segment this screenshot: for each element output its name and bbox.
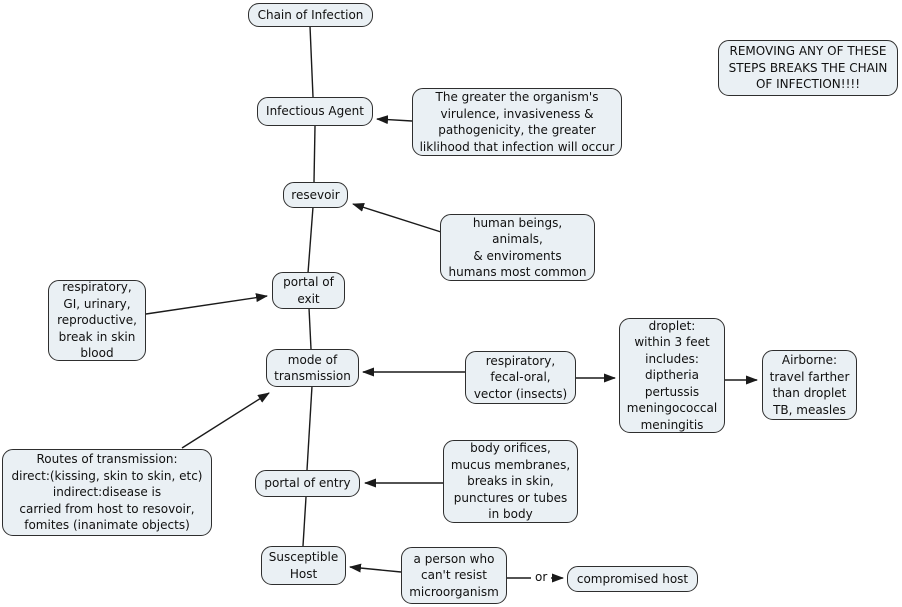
node-exit-note-label: respiratory, GI, urinary, reproductive, … (57, 280, 137, 361)
edge-agent-to-resevoir (313, 125, 316, 183)
node-portal-of-exit-label: portal of exit (283, 275, 334, 306)
node-virulence-note-label: The greater the organism's virulence, in… (419, 90, 615, 154)
edge-label-or: or (535, 570, 548, 584)
node-chain-of-infection: Chain of Infection (248, 3, 373, 27)
edge-chain-to-agent (309, 25, 314, 98)
node-reservoir-note: human beings, animals, & enviroments hum… (440, 214, 595, 281)
node-portal-of-entry-label: portal of entry (264, 476, 351, 491)
node-entry-note: body orifices, mucus membranes, breaks i… (443, 440, 578, 523)
node-removing-note-label: REMOVING ANY OF THESE STEPS BREAKS THE C… (728, 44, 888, 92)
node-airborne-note-label: Airborne: travel farther than droplet TB… (769, 353, 850, 417)
node-compromised-host-label: compromised host (576, 571, 689, 586)
node-reservoir-note-label: human beings, animals, & enviroments hum… (448, 215, 587, 280)
edge-humanbeings-to-resevoir (352, 203, 442, 233)
edge-mode-to-portal-entry (306, 385, 313, 471)
edge-portal-entry-to-host (302, 496, 307, 547)
node-chain-of-infection-label: Chain of Infection (257, 7, 364, 22)
node-mode-of-transmission-label: mode of transmission (274, 352, 351, 384)
node-resevoir-label: resevoir (291, 187, 340, 202)
node-infectious-agent-label: Infectious Agent (266, 104, 364, 119)
node-routes-note-label: Routes of transmission: direct:(kissing,… (11, 452, 203, 533)
node-resevoir: resevoir (283, 182, 348, 208)
node-susceptible-host-label: Susceptible Host (268, 550, 339, 581)
node-removing-note: REMOVING ANY OF THESE STEPS BREAKS THE C… (718, 40, 898, 96)
node-virulence-note: The greater the organism's virulence, in… (412, 88, 622, 156)
node-portal-of-exit: portal of exit (272, 272, 345, 309)
node-host-note: a person who can't resist microorganism (401, 547, 507, 604)
node-droplet-note-label: droplet: within 3 feet includes: dipther… (626, 318, 718, 432)
node-transmission-note: respiratory, fecal-oral, vector (insects… (465, 351, 576, 404)
node-infectious-agent: Infectious Agent (257, 97, 373, 126)
edge-person-to-host (349, 563, 402, 573)
edge-virulence-to-agent (376, 115, 413, 125)
node-routes-note: Routes of transmission: direct:(kissing,… (2, 449, 212, 536)
node-exit-note: respiratory, GI, urinary, reproductive, … (48, 280, 146, 361)
node-susceptible-host: Susceptible Host (261, 546, 346, 585)
node-entry-note-label: body orifices, mucus membranes, breaks i… (450, 441, 571, 522)
node-compromised-host: compromised host (567, 566, 698, 592)
edge-portal-exit-to-mode (308, 307, 312, 350)
node-host-note-label: a person who can't resist microorganism (409, 551, 499, 599)
node-portal-of-entry: portal of entry (255, 470, 360, 497)
node-mode-of-transmission: mode of transmission (266, 349, 359, 387)
edge-resevoir-to-portal-exit (307, 206, 314, 274)
node-transmission-note-label: respiratory, fecal-oral, vector (insects… (473, 353, 568, 401)
edge-routes-to-mode (181, 392, 270, 449)
node-airborne-note: Airborne: travel farther than droplet TB… (762, 350, 857, 420)
edge-respiratory-to-portal-exit (145, 293, 268, 315)
node-droplet-note: droplet: within 3 feet includes: dipther… (619, 318, 725, 433)
